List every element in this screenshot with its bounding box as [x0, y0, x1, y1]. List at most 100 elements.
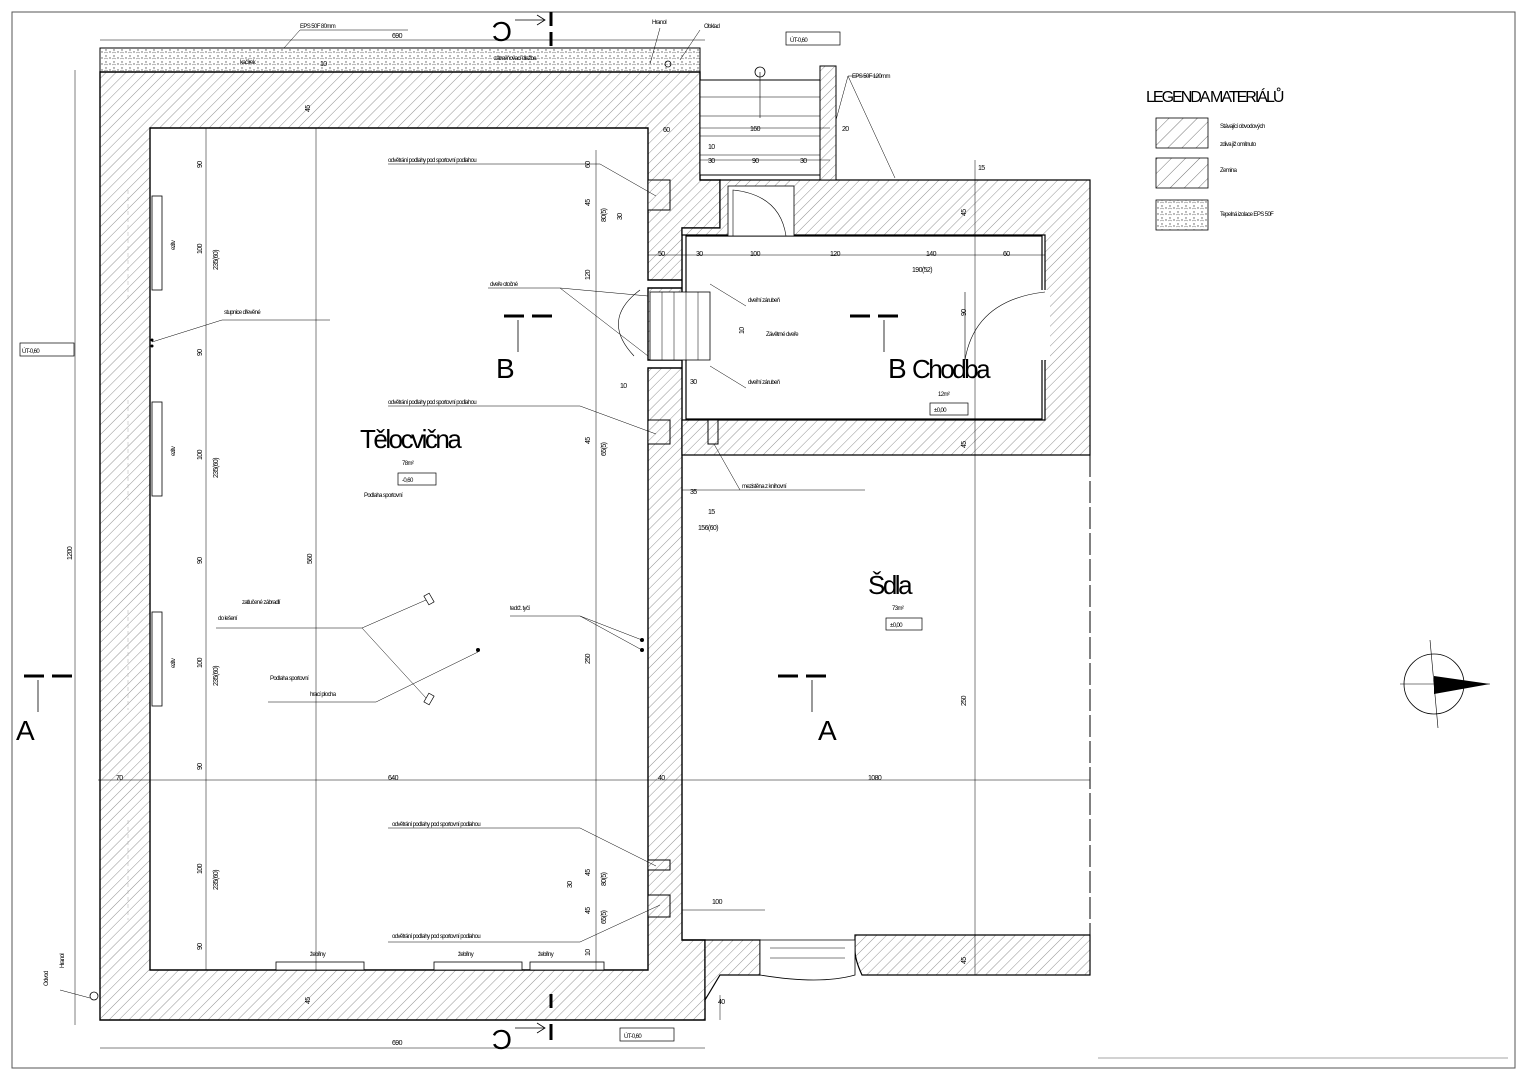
dim-text: 690	[392, 1040, 403, 1047]
dim-text: 30	[696, 251, 703, 258]
section-label-b-left: B	[496, 353, 515, 384]
dim-text: 90	[197, 161, 204, 168]
note-kacirek: kačírek	[240, 60, 257, 66]
wallbar-2	[433, 961, 523, 971]
dim-text: 30	[690, 379, 697, 386]
room-area-hall: 78m²	[402, 461, 414, 467]
pilaster-1	[647, 179, 671, 211]
leader-lines	[59, 27, 896, 999]
level-box-top: ÚT-0,60	[790, 37, 808, 44]
note-hranol-bottom: Hranol	[60, 953, 66, 968]
radiator-1	[151, 195, 163, 291]
legend-swatch-insulation	[1155, 199, 1209, 231]
dim-text: 35	[690, 489, 697, 496]
wallbar-3	[529, 961, 605, 971]
note-floor-1: Podlaha sportovní	[270, 676, 309, 682]
note-vent-3: odvětrání podlahy pod sportovní podlahou	[392, 822, 480, 828]
dim-text: 20	[842, 126, 849, 133]
dim-text: 45	[585, 437, 592, 444]
pilaster-3	[647, 859, 671, 871]
dim-text: 250	[961, 695, 968, 706]
dim-text: 60	[663, 127, 670, 134]
room-level-right: ±0,00	[890, 623, 903, 629]
dim-text: 50	[658, 251, 665, 258]
pilaster-2	[647, 419, 671, 445]
insulation-strip-top	[99, 47, 701, 73]
dim-text: 90	[197, 943, 204, 950]
dim-text: 90	[197, 763, 204, 770]
door-swing-top	[732, 189, 787, 237]
note-vestibule: Závětrné dveře	[766, 332, 799, 338]
note-vent-1: odvětrání podlahy pod sportovní podlahou	[388, 158, 476, 164]
section-arrows	[37, 14, 885, 1034]
legend-item-soil: Zemina	[1220, 168, 1238, 174]
room-area-corridor: 12m²	[938, 392, 950, 398]
level-box-left: ÚT-0,60	[22, 348, 40, 355]
dim-text: 100	[197, 449, 204, 460]
section-label-a-left: A	[16, 715, 35, 746]
net-post-2	[423, 692, 435, 706]
dim-text: 90	[197, 349, 204, 356]
drawing-frame	[11, 11, 1516, 1069]
dim-text: 690	[392, 33, 403, 40]
dim-text: 100	[750, 251, 761, 258]
radiator-2	[151, 401, 163, 497]
dim-text: 90	[197, 557, 204, 564]
section-label-a-right: A	[818, 715, 837, 746]
dim-text: 100	[197, 243, 204, 254]
dim-text: 30	[567, 881, 574, 888]
level-box-bottom: ÚT-0,60	[624, 1033, 642, 1040]
dim-text: 90	[961, 309, 968, 316]
door-swing-right	[964, 291, 1046, 361]
wall-bottom-right	[854, 934, 1091, 976]
dimension-lines	[74, 39, 1090, 1049]
dim-text: 235(60)	[213, 870, 220, 890]
dim-text: 30	[800, 158, 807, 165]
net-post-1	[423, 592, 435, 606]
dim-text: 100	[197, 657, 204, 668]
note-door-frame-2: dveřní zárubeň	[748, 380, 780, 386]
legend-item-walls-line2: zdiva již omítnuto	[1220, 142, 1257, 148]
note-door-frame-1: dveřní zárubeň	[748, 298, 780, 304]
dim-text: 45	[961, 957, 968, 964]
pilaster-4	[647, 894, 671, 918]
dim-text: 560	[307, 553, 314, 564]
wallbar-1	[275, 961, 365, 971]
legend-item-walls-line1: Stávající obvodových	[1220, 124, 1265, 130]
room-name-corridor: Chodba	[912, 354, 991, 384]
section-label-c-bottom: C	[492, 1024, 512, 1055]
note-hranol: Hranol	[652, 20, 667, 26]
wall-hall	[99, 71, 721, 1021]
bay-steps	[759, 939, 856, 981]
note-vent-4: odvětrání podlahy pod sportovní podlahou	[392, 934, 480, 940]
note-vent-2: odvětrání podlahy pod sportovní podlahou	[388, 400, 476, 406]
dim-text: 10	[708, 144, 715, 151]
dim-text: 15	[708, 509, 715, 516]
dim-text: 10	[620, 383, 627, 390]
dim-text: 45	[305, 997, 312, 1004]
note-obklad: Obklad	[704, 24, 720, 30]
dim-text: 30	[617, 213, 624, 220]
dim-text: 100	[712, 899, 723, 906]
dim-text: 235(60)	[213, 666, 220, 686]
dim-text: 40	[658, 775, 665, 782]
dim-text: 60	[585, 161, 592, 168]
note-stairs: stupnice dřevěné	[224, 310, 261, 316]
dim-text: 160	[750, 126, 761, 133]
note-zatravnovaci: zatravňovací dlažba	[494, 56, 537, 62]
dim-text: 10	[585, 949, 592, 956]
north-arrow-icon	[1400, 639, 1490, 729]
note-radiator-1: ezitv	[171, 240, 177, 250]
legend-swatch-walls	[1155, 117, 1209, 149]
note-rail-1: zatlučené zábradlí	[242, 600, 281, 606]
dim-text: 40	[718, 999, 725, 1006]
radiator-3	[151, 611, 163, 707]
note-drain: Odvod	[44, 971, 50, 986]
dim-text: 60	[1003, 251, 1010, 258]
note-wallbars-3: žebřiny	[538, 952, 554, 958]
note-partition: mezistěna z knihovní	[742, 484, 787, 490]
dim-text: 190(52)	[912, 267, 932, 274]
pilaster-5	[707, 419, 719, 445]
dim-text: 65(5)	[601, 910, 608, 924]
dim-text: 100	[197, 863, 204, 874]
